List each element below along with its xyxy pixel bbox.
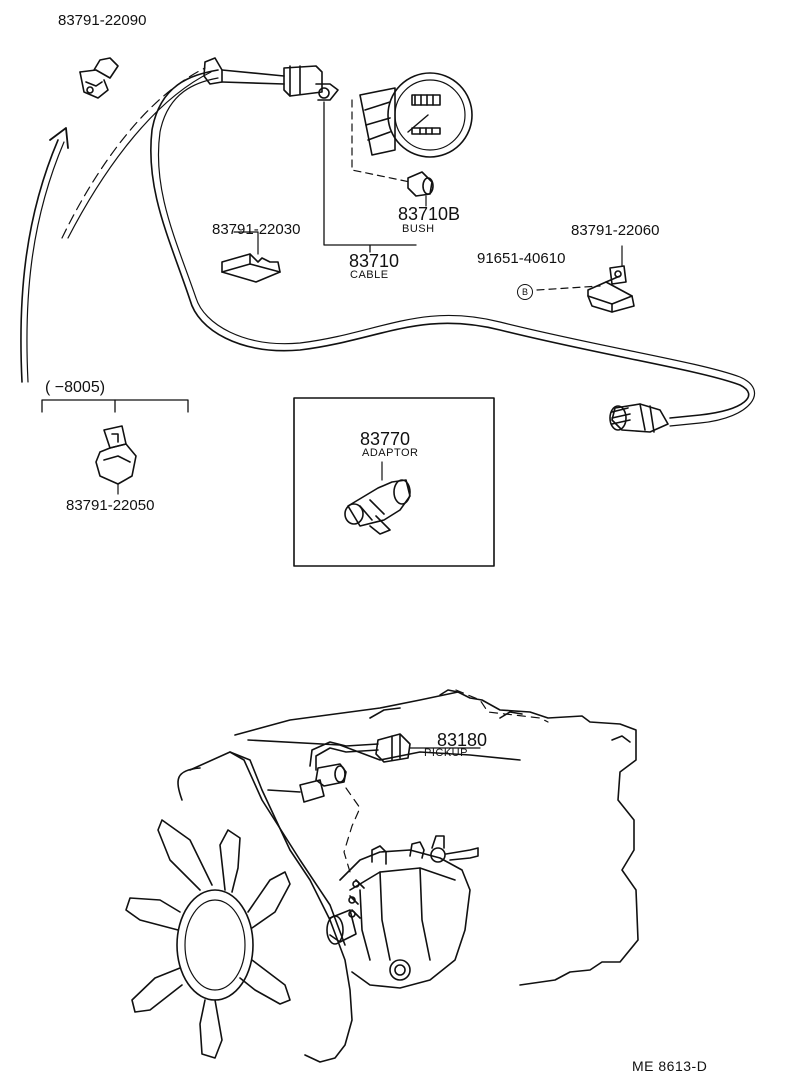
clip-22060-drawing: [536, 245, 635, 313]
label-bush-number: 83710B: [398, 204, 461, 224]
cable-end-fitting: [609, 403, 669, 433]
engine-assembly: [177, 689, 639, 1063]
cooling-fan: [125, 819, 291, 1059]
clip-22090-drawing: [79, 57, 119, 99]
label-cable-name: CABLE: [350, 269, 389, 281]
pickup-sensor: [309, 733, 481, 787]
label-pickup-number: 83180: [437, 730, 488, 750]
range-bracket: [41, 399, 189, 413]
bush-drawing: [351, 99, 434, 207]
label-pickup-name: PICKUP: [424, 747, 468, 759]
adaptor-drawing: [344, 461, 411, 535]
bolt-marker-b: B: [517, 284, 533, 300]
label-adaptor-number: 83770: [360, 429, 411, 449]
speedometer-gauge: [359, 72, 473, 158]
label-bolt-40610: 91651-40610: [477, 250, 566, 267]
label-range-note: ( −8005): [45, 379, 106, 396]
engine-dashed-guides: [343, 689, 549, 873]
clip-22050-drawing: [95, 425, 137, 495]
label-adaptor-name: ADAPTOR: [362, 447, 419, 459]
label-bush-name: BUSH: [402, 223, 435, 235]
adaptor-frame: [293, 397, 495, 567]
label-clip-22030: 83791-22030: [212, 221, 301, 238]
label-clip-22090: 83791-22090: [58, 12, 147, 29]
label-cable-number: 83710: [349, 251, 400, 271]
label-clip-22060: 83791-22060: [571, 222, 660, 239]
label-clip-22050: 83791-22050: [66, 497, 155, 514]
drawing-reference: ME 8613-D: [632, 1058, 708, 1074]
clip-22030-drawing: [221, 231, 281, 283]
direction-arrow: [20, 67, 212, 383]
speedometer-cable: [150, 57, 755, 427]
cable-leader-lines: [323, 101, 417, 253]
